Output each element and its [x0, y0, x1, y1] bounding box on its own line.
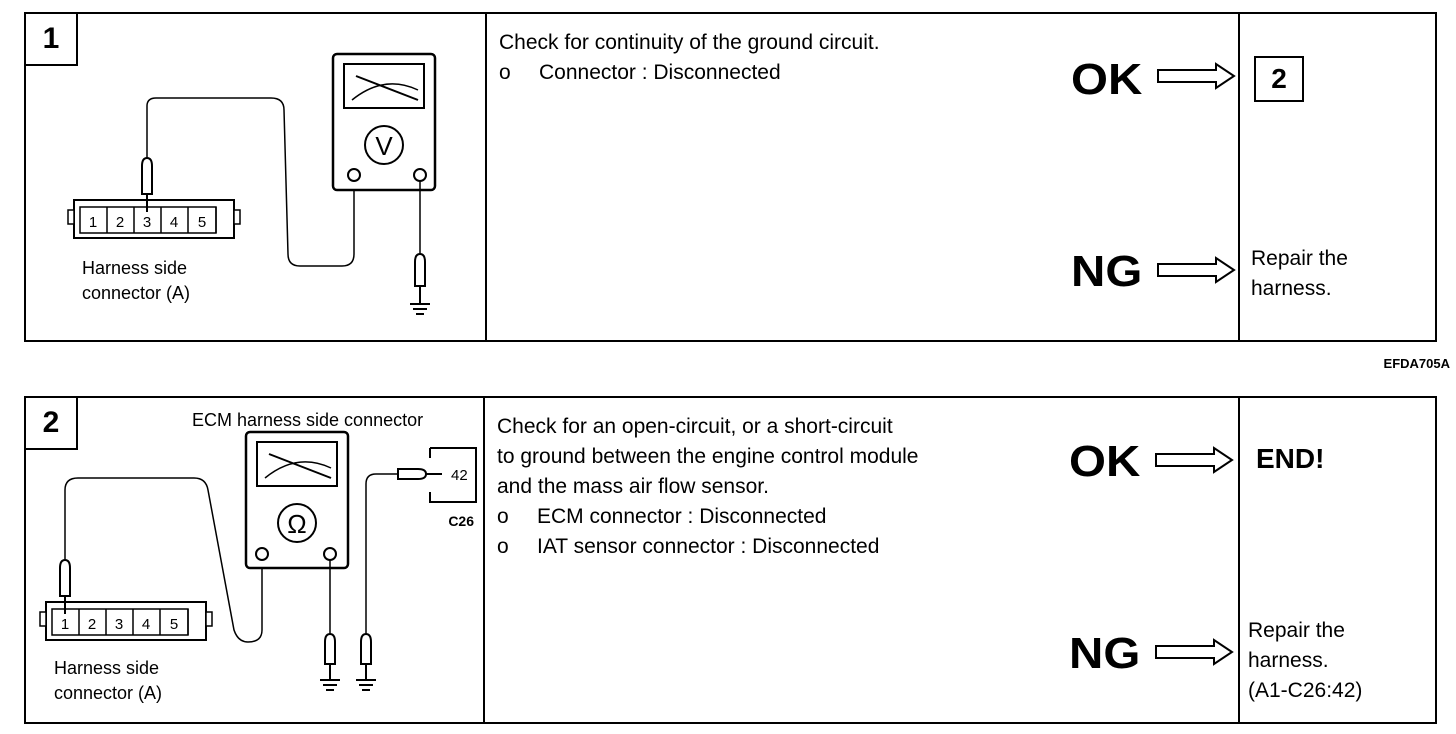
harness-connector-a: 1 2 3 4 5	[67, 199, 241, 239]
ecm-probe-lead	[360, 468, 442, 680]
instruction-text: Check for continuity of the ground circu…	[499, 28, 880, 88]
figure-reference: EFDA705A	[1383, 356, 1450, 371]
voltmeter: V	[331, 52, 437, 192]
ground-lead	[414, 181, 426, 304]
ng-arrow-icon	[1155, 638, 1234, 666]
ecm-connector-id: C26	[448, 513, 474, 529]
meter-symbol: V	[375, 131, 393, 161]
probe-lead	[141, 97, 355, 267]
pin-label: 4	[170, 214, 178, 231]
ng-label: NG	[1069, 629, 1141, 678]
pin-label: 2	[116, 214, 124, 231]
ohmmeter: Ω	[244, 430, 350, 570]
ng-arrow-icon	[1157, 256, 1236, 284]
column-divider	[483, 398, 485, 722]
column-divider	[1238, 14, 1240, 340]
pin-label: 1	[61, 616, 69, 633]
pin-label: 2	[88, 616, 96, 633]
step-1-diagram: 1 2 3 4 5 V	[67, 52, 437, 315]
pin-label: 5	[170, 616, 178, 633]
ng-action: Repair the harness.	[1251, 247, 1348, 300]
arrow-layer	[1157, 62, 1236, 284]
ecm-connector: 42 C26	[429, 447, 477, 529]
ok-label: OK	[1071, 55, 1143, 104]
instruction-title: Check for continuity of the ground circu…	[499, 31, 880, 54]
next-step-box: 2	[1254, 56, 1304, 102]
arrow-layer	[1155, 446, 1234, 666]
step-number-box: 2	[24, 396, 78, 450]
harness-connector-a: 1 2 3 4 5	[39, 601, 213, 641]
step-2-panel: 2 ECM harness side connector 1 2 3 4 5	[24, 396, 1437, 724]
ng-label: NG	[1071, 247, 1143, 296]
connector-caption: Harness side connector (A)	[54, 658, 163, 703]
ground-symbol-icon	[410, 303, 430, 315]
step-2-diagram: 1 2 3 4 5 Ω	[39, 430, 477, 691]
column-divider	[1238, 398, 1240, 722]
ecm-pin-label: 42	[451, 467, 468, 484]
instruction-text: Check for an open-circuit, or a short-ci…	[497, 412, 918, 562]
pin-label: 3	[115, 616, 123, 633]
probe-lead	[59, 477, 263, 643]
ok-arrow-icon	[1155, 446, 1234, 474]
meter-symbol: Ω	[287, 509, 306, 539]
ecm-connector-label: ECM harness side connector	[192, 410, 424, 430]
ground-symbol-icon	[356, 679, 376, 691]
ok-label: OK	[1069, 437, 1141, 486]
pin-label: 1	[89, 214, 97, 231]
step-number-box: 1	[24, 12, 78, 66]
pin-label: 5	[198, 214, 206, 231]
column-divider	[485, 14, 487, 340]
ground-lead	[324, 560, 336, 680]
connector-caption: Harness side connector (A)	[82, 258, 191, 303]
ground-symbol-icon	[320, 679, 340, 691]
pin-label: 4	[142, 616, 150, 633]
step-1-panel: 1 1 2 3 4 5	[24, 12, 1437, 342]
ok-arrow-icon	[1157, 62, 1236, 90]
ok-result: END!	[1256, 443, 1325, 474]
pin-label: 3	[143, 214, 151, 231]
ng-action: Repair the harness. (A1-C26:42)	[1248, 619, 1363, 702]
